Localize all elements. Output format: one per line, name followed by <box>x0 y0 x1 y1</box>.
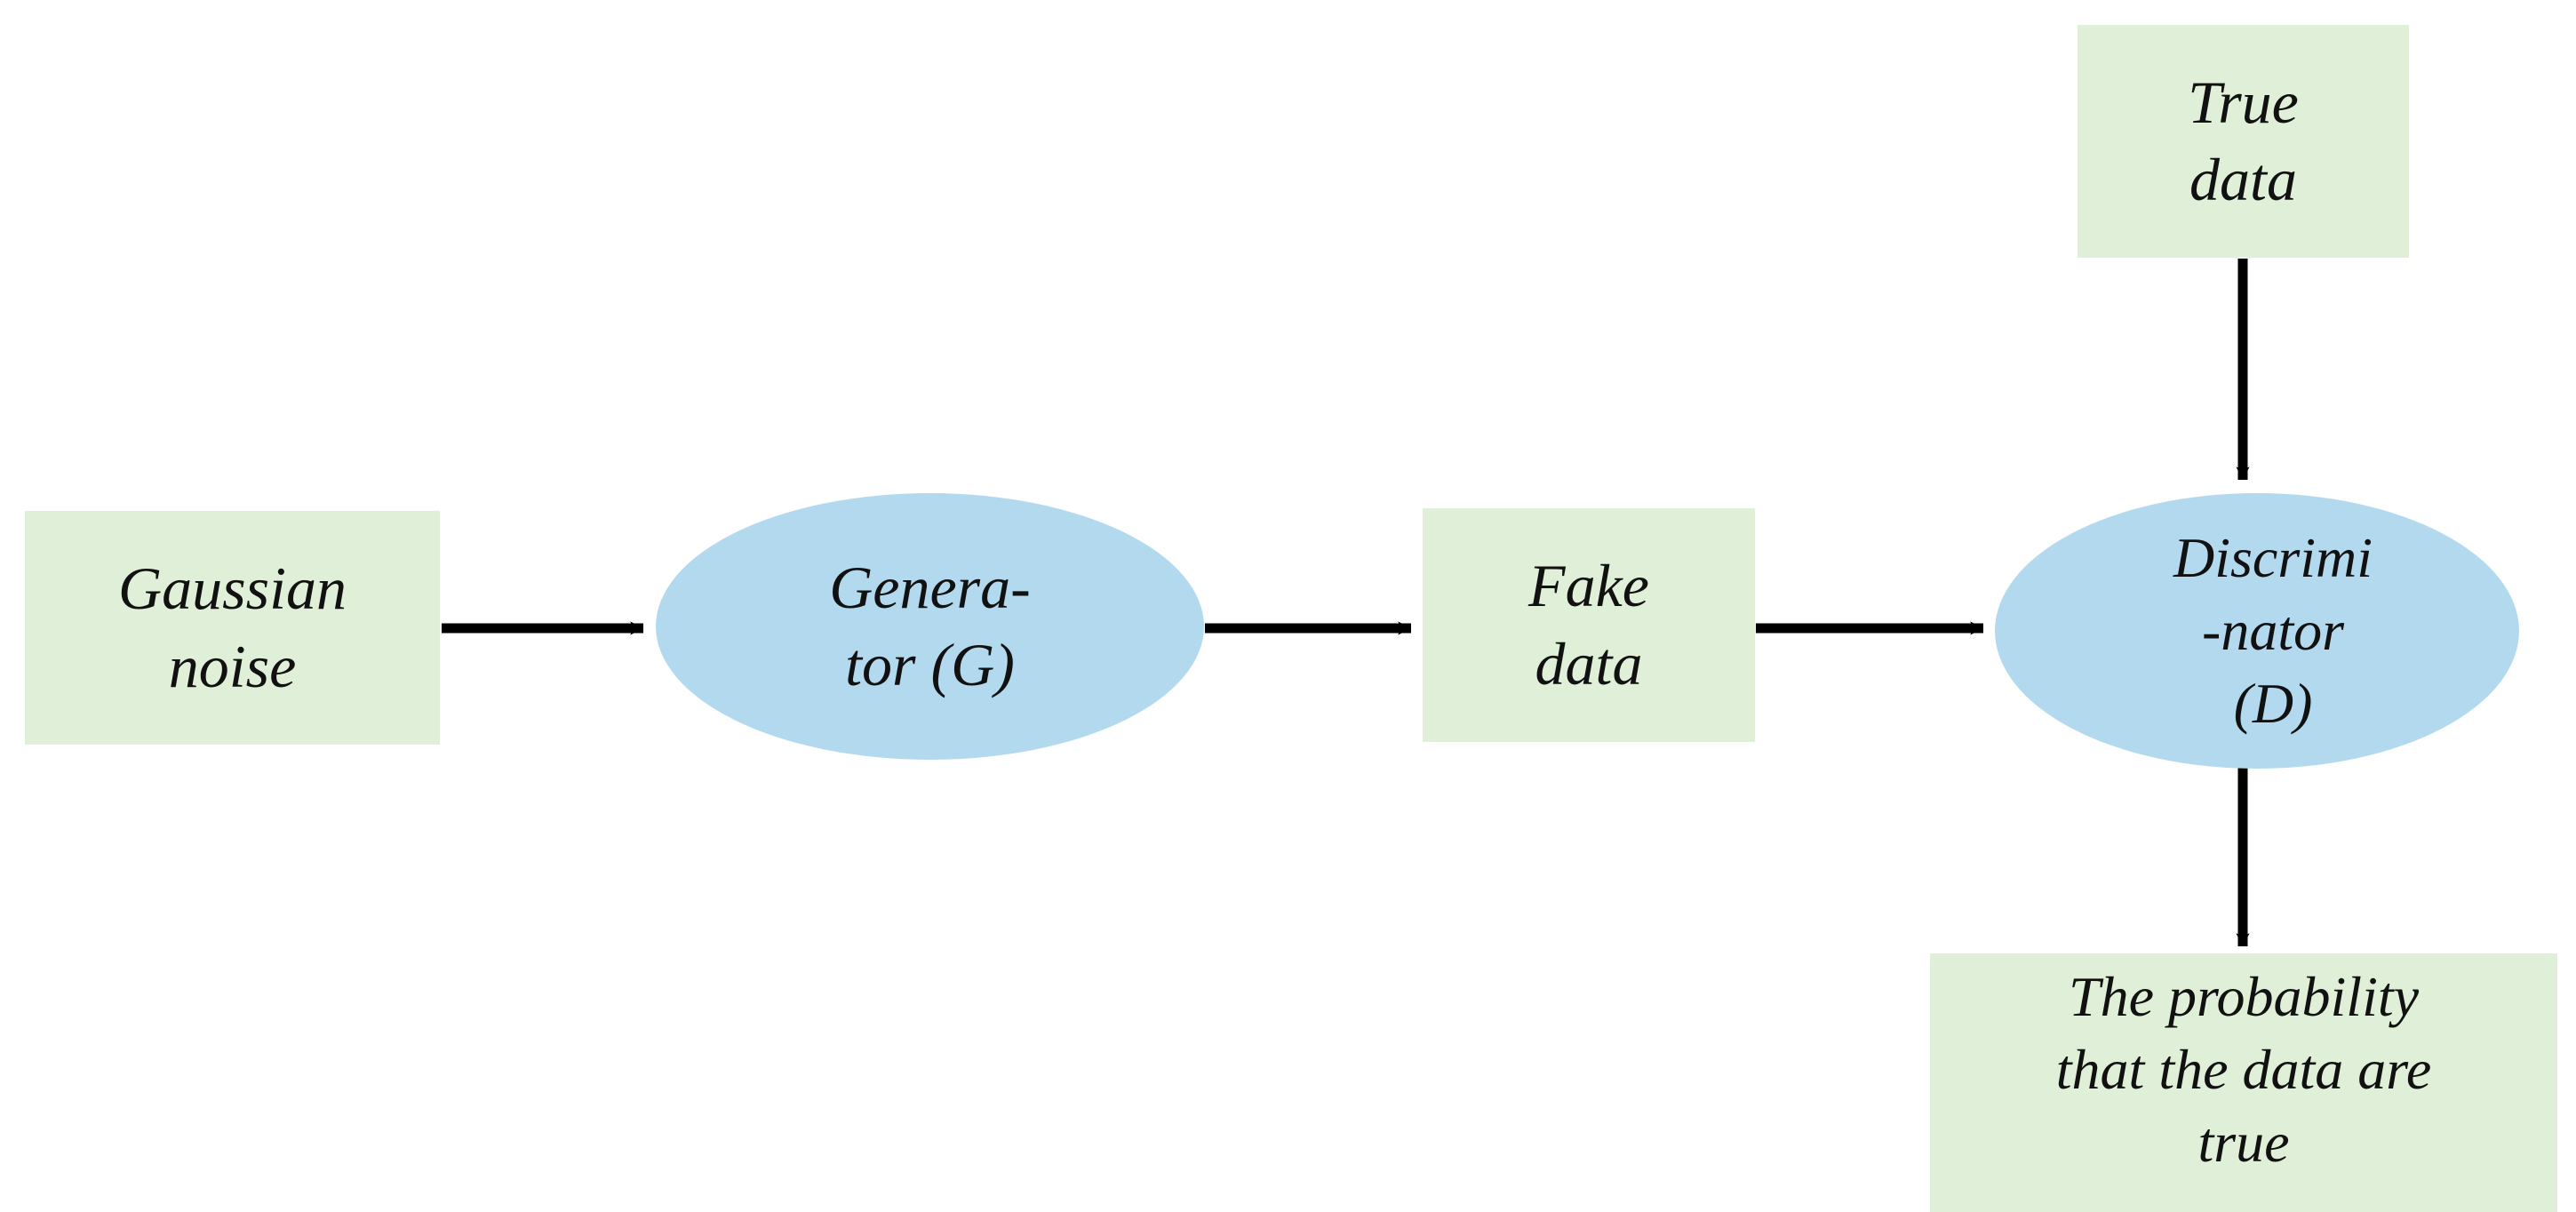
node-generator[interactable]: Genera- tor (G) <box>656 493 1204 760</box>
node-discriminator[interactable]: Discrimi -nator (D) <box>1995 493 2519 769</box>
node-generator-label: Genera- tor (G) <box>829 553 1031 698</box>
node-gaussian-noise[interactable]: Gaussian noise <box>25 511 440 745</box>
node-true-data[interactable]: True data <box>2078 25 2409 258</box>
node-discriminator-label: Discrimi -nator (D) <box>2173 526 2373 735</box>
node-probability-output-label: The probability that the data are true <box>2055 965 2432 1174</box>
node-true-data-label: True data <box>2188 68 2299 213</box>
node-gaussian-noise-label: Gaussian noise <box>118 554 347 700</box>
node-fake-data-label: Fake data <box>1528 552 1649 698</box>
node-fake-data[interactable]: Fake data <box>1423 508 1755 742</box>
node-probability-output[interactable]: The probability that the data are true <box>1930 953 2557 1212</box>
